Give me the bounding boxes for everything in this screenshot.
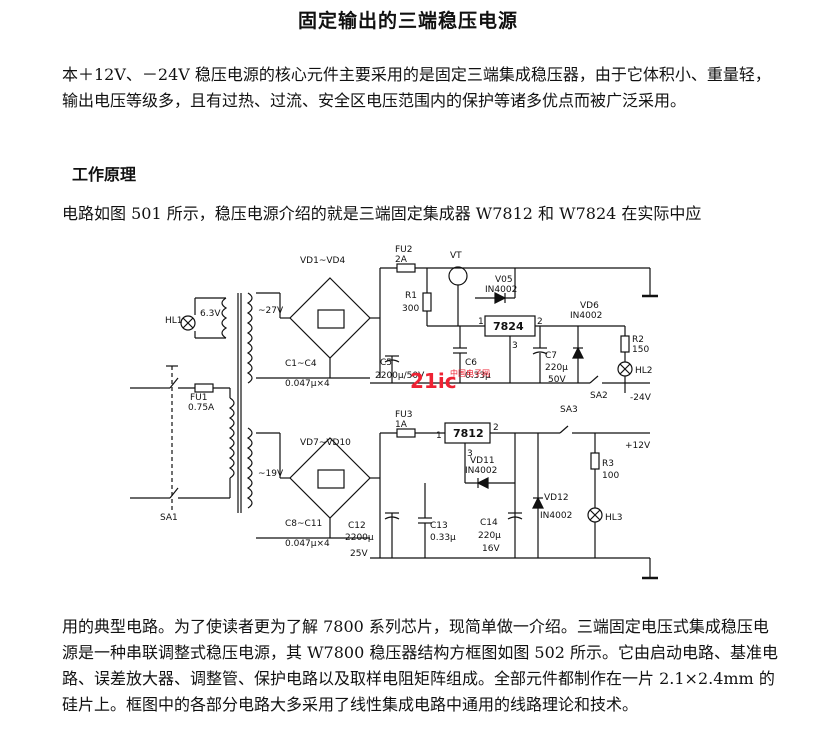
label-fu1-value: 0.75A (188, 403, 215, 413)
label-vd6-value: IN4002 (570, 311, 602, 321)
resistor-r1 (422, 292, 432, 312)
label-hl1-value: 6.3V (200, 309, 221, 319)
label-pin1-7824: 1 (478, 317, 484, 327)
watermark-subtitle: 中国电子网 (450, 368, 490, 378)
label-7812: 7812 (453, 427, 484, 440)
label-c7: C7 (545, 351, 557, 361)
label-r1: R1 (405, 291, 417, 301)
fuse-fu3 (396, 428, 416, 438)
label-c5: C5 (380, 358, 392, 368)
intro-paragraph: 本＋12V、－24V 稳压电源的核心元件主要采用的是固定三端集成稳压器，由于它体… (62, 65, 771, 110)
label-v05: V05 (495, 275, 513, 285)
transformer (221, 292, 253, 513)
negative-supply-section (370, 263, 658, 393)
label-v05-value: IN4002 (485, 285, 517, 295)
label-out-negative: -24V (630, 393, 652, 403)
label-pin1-7812: 1 (436, 431, 442, 441)
label-cap-047-b: 0.047μ×4 (285, 539, 330, 549)
label-r2-value: 150 (632, 345, 649, 355)
transistor-vt (448, 266, 468, 286)
page-title: 固定输出的三端稳压电源 (297, 10, 518, 32)
circuit-diagram: VD1~VD4 FU2 2A VT V05 IN4002 HL1 6.3V ~2… (130, 245, 658, 580)
label-c14: C14 (480, 518, 498, 528)
label-pin2-7812: 2 (493, 423, 499, 433)
label-c7-voltage: 50V (548, 375, 566, 385)
label-vd7-vd10: VD7~VD10 (300, 438, 351, 448)
label-vd11-value: IN4002 (465, 466, 497, 476)
watermark-logo: 21ic (410, 369, 457, 393)
resistor-r3 (590, 452, 600, 470)
fuse-fu1 (194, 383, 214, 393)
label-c1-c4: C1~C4 (285, 359, 317, 369)
label-c8-c11: C8~C11 (285, 519, 322, 529)
label-vd1-vd4: VD1~VD4 (300, 256, 345, 266)
label-19v: ~19V (258, 469, 284, 479)
label-c12: C12 (348, 521, 366, 531)
label-vt: VT (450, 251, 462, 261)
label-vd12: VD12 (544, 493, 569, 503)
paragraph-after-figure: 用的典型电路。为了使读者更为了解 7800 系列芯片，现简单做一介绍。三端固定电… (62, 617, 779, 714)
label-r3: R3 (602, 459, 614, 469)
label-c6: C6 (465, 358, 477, 368)
label-pin3-7824: 3 (512, 341, 518, 351)
label-fu3-value: 1A (395, 420, 408, 430)
label-c13-value: 0.33μ (430, 533, 456, 543)
label-pin3-7812: 3 (467, 449, 473, 459)
bridge-rectifier-top (256, 277, 371, 379)
label-7824: 7824 (493, 320, 524, 333)
label-c13: C13 (430, 521, 448, 531)
label-sa1: SA1 (160, 513, 178, 523)
label-sa3: SA3 (560, 405, 578, 415)
label-c12-value: 2200μ (345, 533, 374, 543)
label-vd12-value: IN4002 (540, 511, 572, 521)
label-c6-value: 0.33μ (465, 371, 491, 381)
label-fu2: FU2 (395, 245, 413, 255)
section-heading: 工作原理 (72, 165, 137, 184)
label-fu2-value: 2A (395, 255, 408, 265)
label-hl1: HL1 (165, 316, 183, 326)
fuse-fu2 (396, 263, 416, 273)
label-c14-value: 220μ (478, 531, 501, 541)
label-cap-047-a: 0.047μ×4 (285, 379, 330, 389)
label-hl3: HL3 (605, 513, 623, 523)
label-c7-value: 220μ (545, 363, 568, 373)
label-r2: R2 (632, 335, 644, 345)
resistor-r2 (620, 335, 630, 353)
label-r3-value: 100 (602, 471, 619, 481)
paragraph-before-figure: 电路如图 501 所示，稳压电源介绍的就是三端固定集成器 W7812 和 W78… (62, 204, 702, 223)
label-vd11: VD11 (470, 456, 495, 466)
positive-supply-section (256, 422, 658, 580)
label-fu3: FU3 (395, 410, 413, 420)
label-c5-value: 2200μ/50V (375, 371, 425, 381)
pilot-lamp-hl1 (180, 297, 226, 339)
label-27v: ~27V (258, 306, 284, 316)
mains-input (130, 365, 231, 513)
label-sa2: SA2 (590, 391, 608, 401)
label-pin2-7824: 2 (537, 317, 543, 327)
label-r1-value: 300 (402, 304, 419, 314)
label-vd6: VD6 (580, 301, 599, 311)
label-out-positive: +12V (625, 441, 651, 451)
label-hl2: HL2 (635, 366, 653, 376)
label-fu1: FU1 (190, 393, 208, 403)
label-c14-voltage: 16V (482, 544, 500, 554)
label-c12-voltage: 25V (350, 549, 368, 559)
